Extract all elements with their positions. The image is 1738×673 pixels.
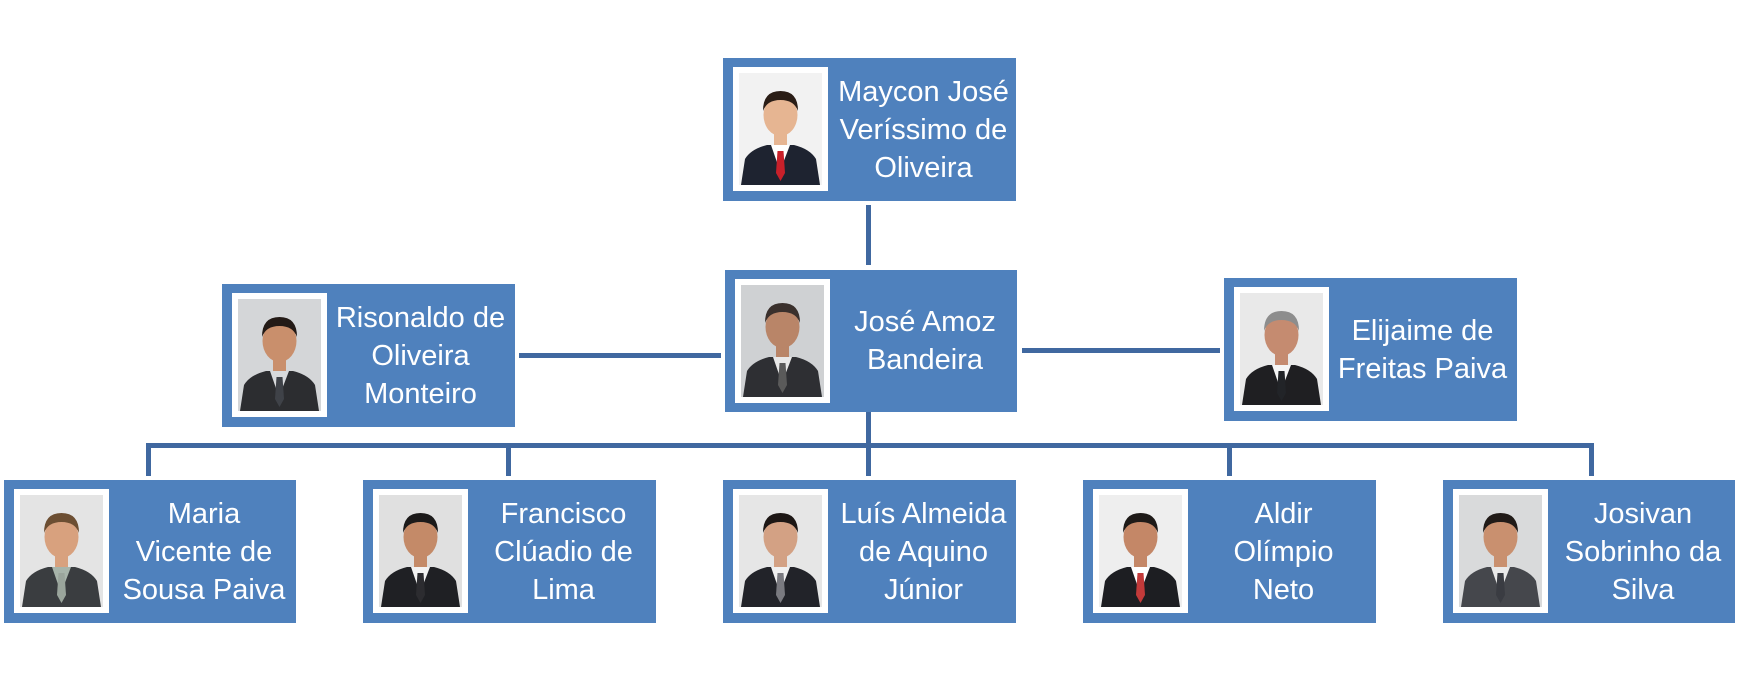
node-name-elijaime: Elijaime de Freitas Paiva [1337, 314, 1508, 385]
node-maycon: Maycon José Veríssimo de Oliveira [723, 58, 1016, 201]
photo-jose [735, 279, 830, 403]
node-name-aldir: Aldir Olímpio Neto [1233, 497, 1334, 606]
node-name-francisco: Francisco Clúadio de Lima [494, 497, 633, 606]
person-portrait-icon [20, 495, 103, 607]
photo-maria [14, 489, 109, 613]
node-name-jose: José Amoz Bandeira [854, 306, 996, 376]
connector-drop-aldir [1227, 443, 1232, 476]
person-portrait-icon [1099, 495, 1182, 607]
node-josivan: Josivan Sobrinho da Silva [1443, 480, 1735, 623]
node-maria: Maria Vicente de Sousa Paiva [4, 480, 296, 623]
connector-jose-elijaime [1022, 348, 1220, 353]
photo-francisco [373, 489, 468, 613]
person-portrait-icon [238, 299, 321, 411]
person-portrait-icon [379, 495, 462, 607]
person-portrait-icon [741, 285, 824, 397]
node-aldir: Aldir Olímpio Neto [1083, 480, 1376, 623]
photo-elijaime [1234, 287, 1329, 411]
node-name-josivan: Josivan Sobrinho da Silva [1564, 497, 1722, 606]
photo-aldir [1093, 489, 1188, 613]
person-portrait-icon [1240, 293, 1323, 405]
node-name-maycon: Maycon José Veríssimo de Oliveira [838, 75, 1009, 184]
photo-risonaldo [232, 293, 327, 417]
connector-drop-josivan [1589, 443, 1594, 476]
node-jose: José Amoz Bandeira [725, 270, 1017, 412]
node-elijaime: Elijaime de Freitas Paiva [1224, 278, 1517, 421]
connector-maycon-jose [866, 205, 871, 265]
connector-drop-luis [866, 443, 871, 476]
connector-jose-trunk [866, 412, 871, 446]
photo-maycon [733, 67, 828, 191]
photo-josivan [1453, 489, 1548, 613]
photo-luis [733, 489, 828, 613]
connector-drop-maria [146, 443, 151, 476]
person-portrait-icon [1459, 495, 1542, 607]
node-name-maria: Maria Vicente de Sousa Paiva [122, 497, 286, 606]
node-name-risonaldo: Risonaldo de Oliveira Monteiro [335, 301, 506, 410]
node-francisco: Francisco Clúadio de Lima [363, 480, 656, 623]
connector-drop-francisco [506, 443, 511, 476]
node-name-luis: Luís Almeida de Aquino Júnior [840, 497, 1007, 606]
node-risonaldo: Risonaldo de Oliveira Monteiro [222, 284, 515, 427]
connector-risonaldo-jose [519, 353, 721, 358]
node-luis: Luís Almeida de Aquino Júnior [723, 480, 1016, 623]
person-portrait-icon [739, 73, 822, 185]
person-portrait-icon [739, 495, 822, 607]
